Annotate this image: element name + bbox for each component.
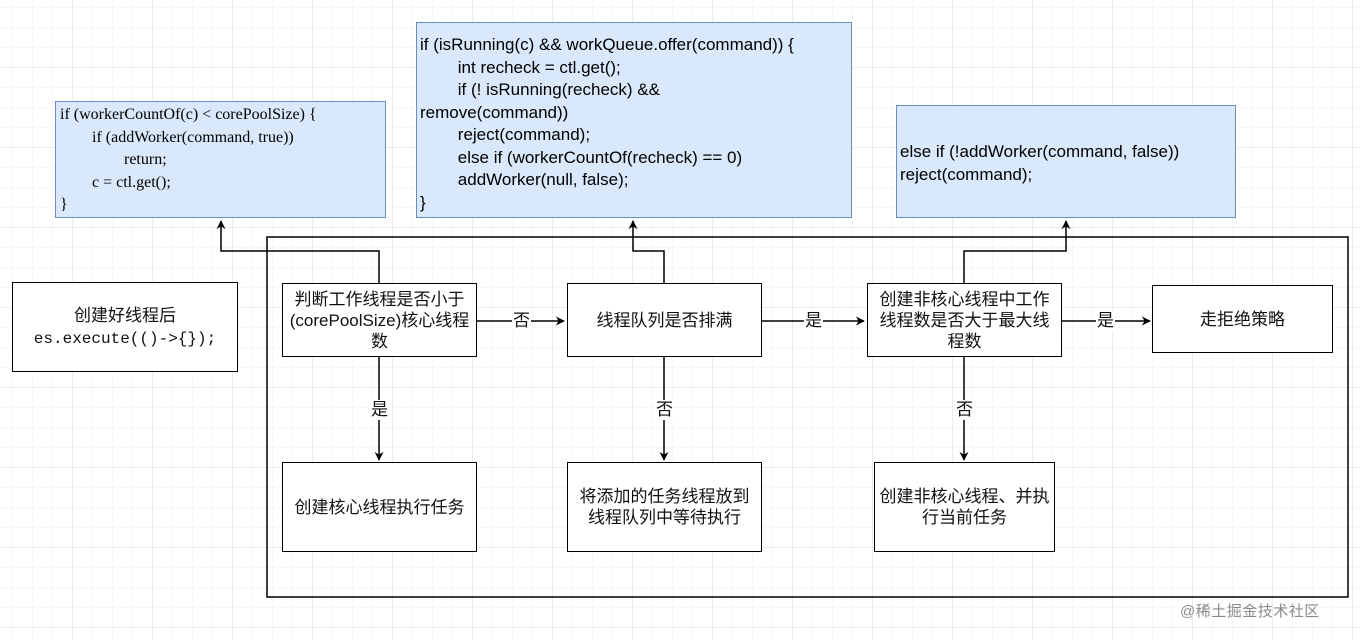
code-core-pool-check: if (workerCountOf(c) < corePoolSize) { i… [55,101,386,218]
watermark: @稀土掘金技术社区 [1180,603,1320,620]
node-enqueue: 将添加的任务线程放到线程队列中等待执行 [567,462,762,552]
node-check-queue: 线程队列是否排满 [567,283,762,357]
edge-label-max-yes: 是 [1096,311,1115,331]
node-create-core: 创建核心线程执行任务 [282,462,477,552]
group-container [266,236,1349,598]
edge-queue-to-code2 [628,220,665,283]
node-enqueue-label: 将添加的任务线程放到线程队列中等待执行 [579,487,750,527]
edge-core-to-code1 [216,220,380,283]
node-check-core-label: 判断工作线程是否小于(corePoolSize)核心线程数 [289,289,470,351]
code-queue-offer: if (isRunning(c) && workQueue.offer(comm… [416,22,852,218]
start-label: 创建好线程后 [74,305,176,325]
edge-label-core-no: 否 [512,311,531,331]
node-check-queue-label: 线程队列是否排满 [596,310,733,330]
edge-label-core-yes: 是 [370,400,389,420]
node-reject: 走拒绝策略 [1152,285,1333,353]
code-reject-branch: else if (!addWorker(command, false)) rej… [896,105,1236,218]
edge-label-max-no: 否 [955,400,974,420]
start-code: es.execute(()->{}); [33,329,217,348]
node-reject-label: 走拒绝策略 [1200,309,1285,329]
node-create-core-label: 创建核心线程执行任务 [294,497,465,517]
edge-label-queue-no: 否 [655,400,674,420]
node-create-noncore-label: 创建非核心线程、并执行当前任务 [879,487,1050,527]
node-start: 创建好线程后 es.execute(()->{}); [12,282,238,372]
node-create-noncore: 创建非核心线程、并执行当前任务 [874,462,1055,552]
node-check-core: 判断工作线程是否小于(corePoolSize)核心线程数 [282,283,477,357]
edge-label-queue-yes: 是 [804,311,823,331]
node-check-max-label: 创建非核心线程中工作线程数是否大于最大线程数 [879,289,1050,351]
node-check-max: 创建非核心线程中工作线程数是否大于最大线程数 [867,283,1062,357]
edge-max-to-code3 [963,220,1071,283]
